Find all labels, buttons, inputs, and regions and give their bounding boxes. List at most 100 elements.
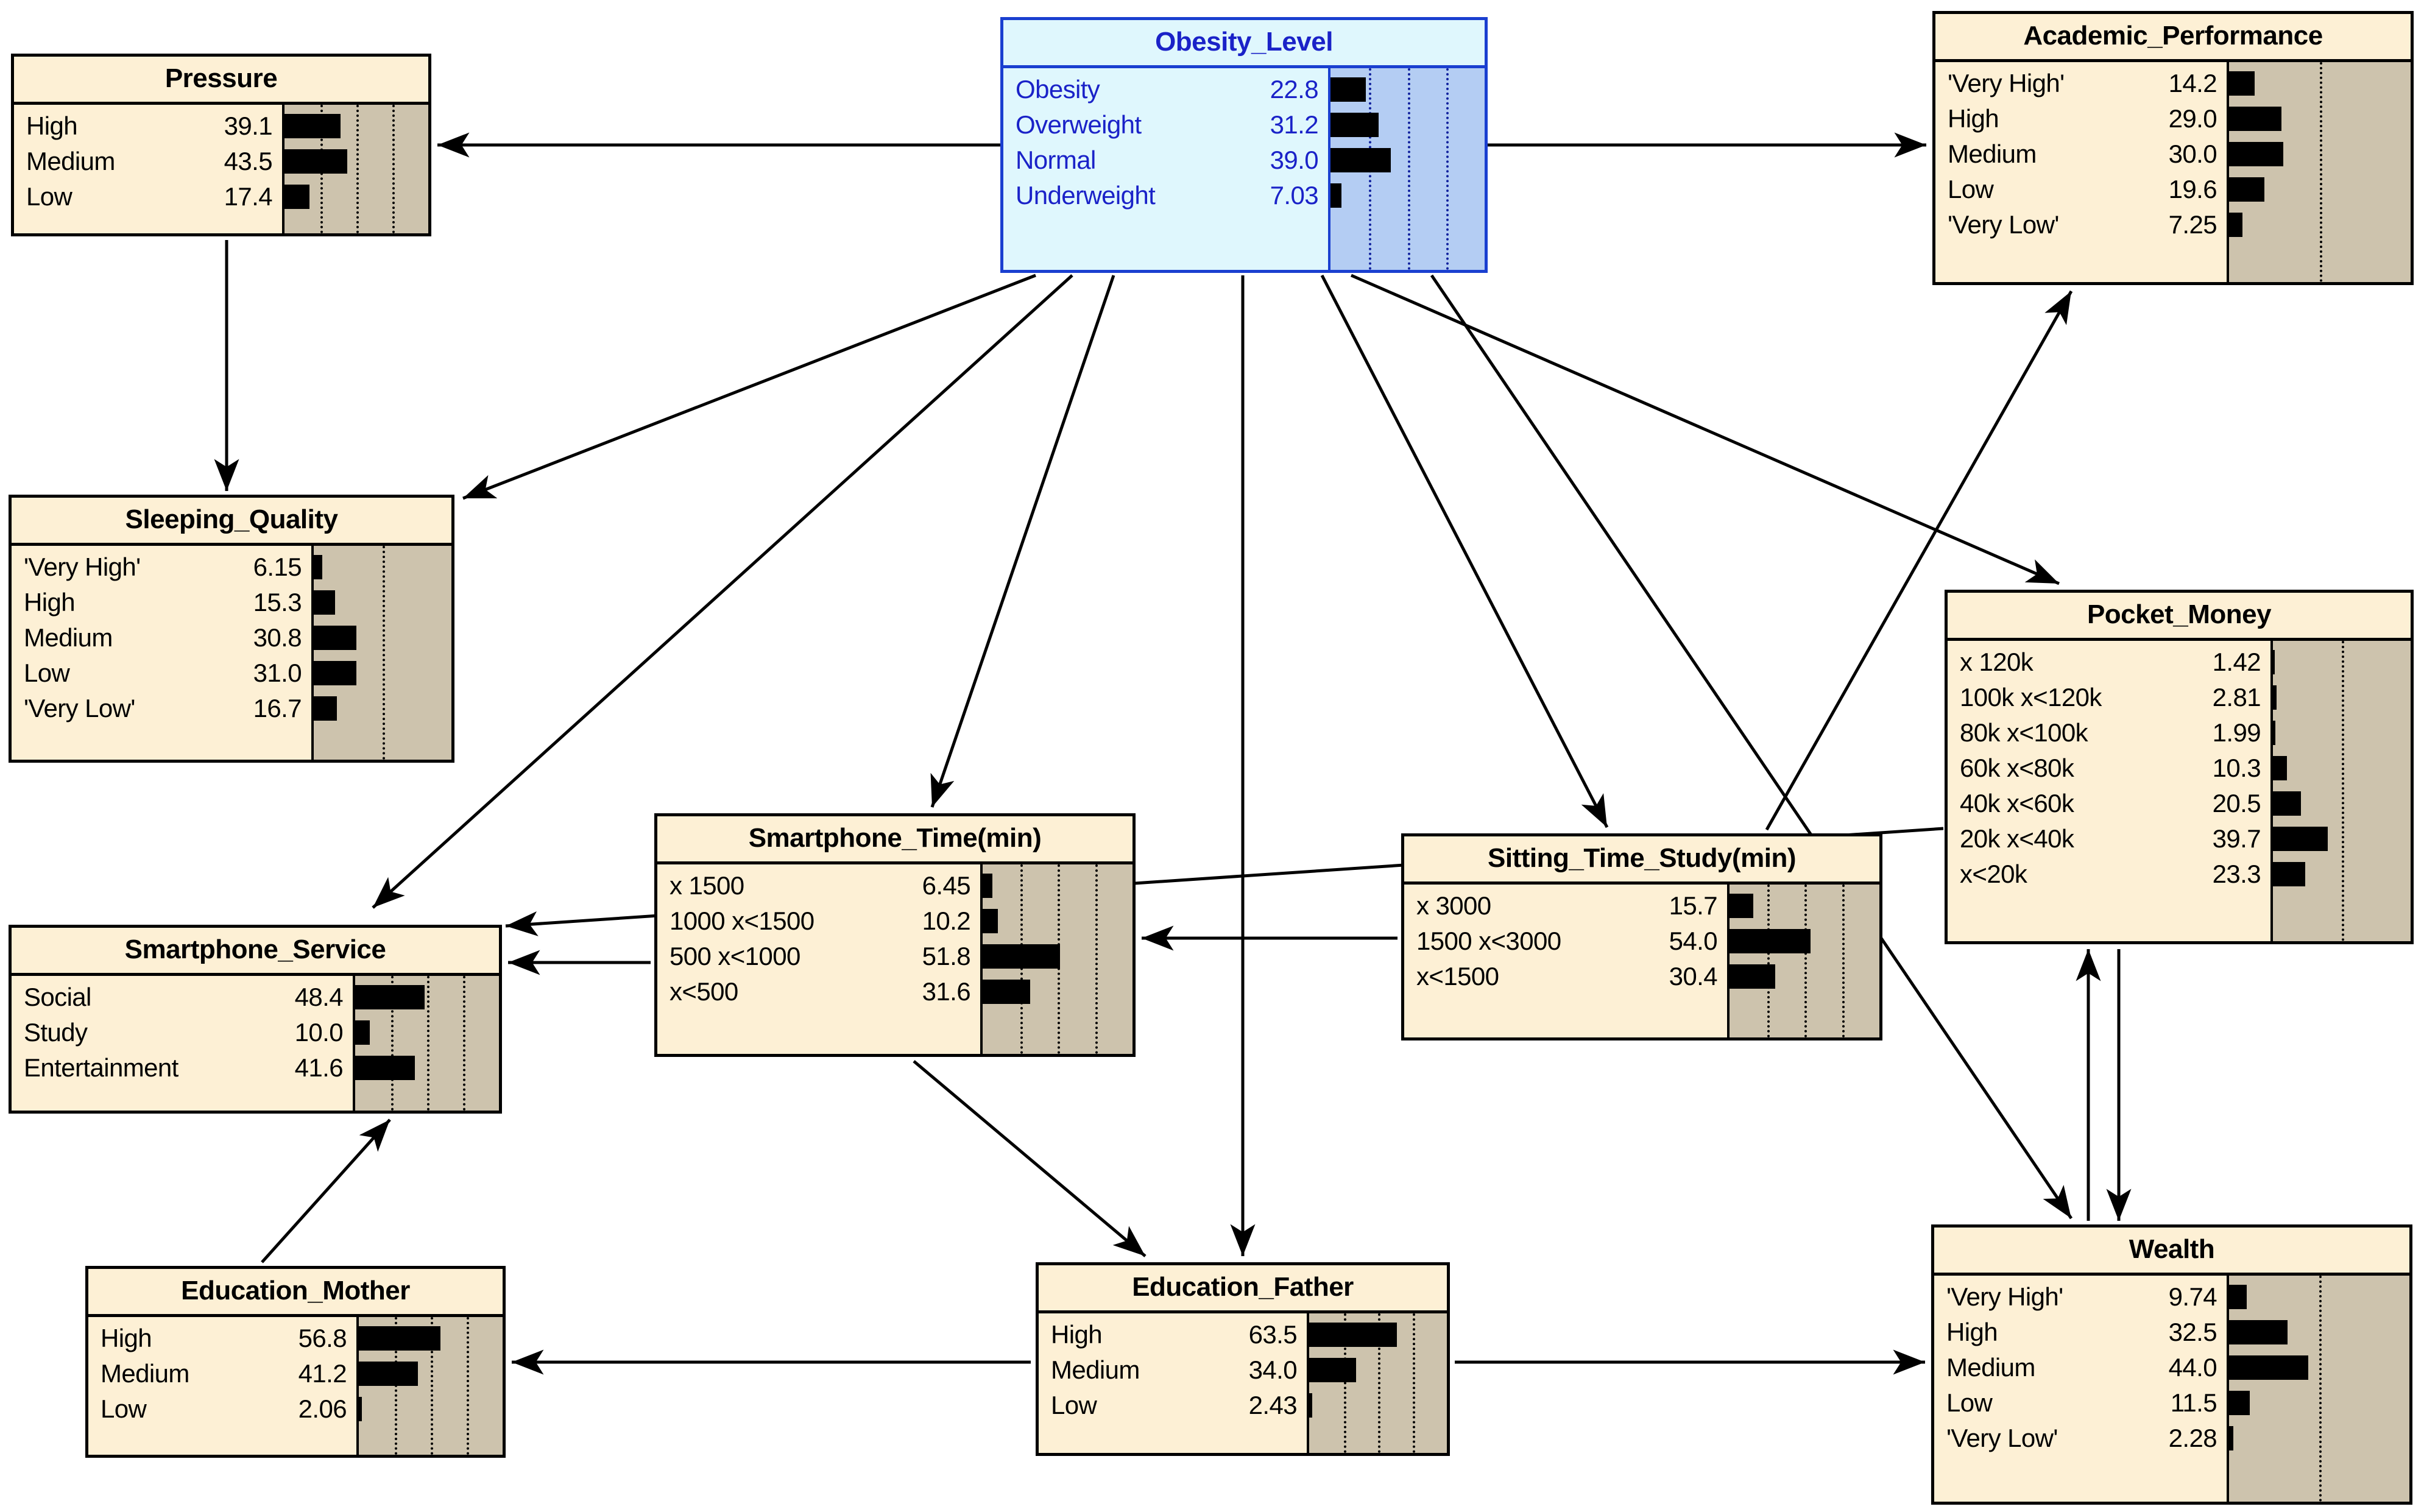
state-row[interactable]: 'Very Low'7.25 — [1935, 207, 2227, 242]
state-probability-value: 6.15 — [253, 553, 302, 581]
probability-bar — [2273, 721, 2276, 745]
state-label: High — [1946, 1318, 1998, 1346]
gridline — [427, 976, 429, 1111]
probability-bar-row — [355, 1050, 499, 1086]
state-probability-value: 2.43 — [1248, 1391, 1298, 1419]
probability-bar — [359, 1362, 419, 1386]
gridline — [1412, 1313, 1415, 1453]
state-row[interactable]: 'Very Low'2.28 — [1934, 1421, 2227, 1456]
state-label: Entertainment — [24, 1053, 178, 1082]
state-row[interactable]: 'Very High'14.2 — [1935, 66, 2227, 101]
probability-bar-row — [2273, 857, 2411, 892]
probability-bar-row — [2229, 207, 2411, 242]
probability-bar — [1730, 964, 1775, 989]
edge-smartphone_time-to-education_father — [913, 1060, 1147, 1257]
state-label: High — [24, 588, 76, 616]
state-label: x<1500 — [1416, 962, 1499, 991]
state-probability-value: 15.7 — [1669, 891, 1718, 920]
probability-bar — [355, 985, 425, 1009]
gridline — [1446, 68, 1449, 270]
probability-bar — [983, 909, 998, 933]
probability-bar — [284, 185, 310, 209]
state-probability-value: 7.03 — [1270, 181, 1319, 210]
state-row[interactable]: 'Very High'9.74 — [1934, 1279, 2227, 1315]
probability-bar — [1309, 1393, 1313, 1418]
gridline — [467, 1317, 469, 1455]
state-probability-value: 63.5 — [1248, 1320, 1298, 1349]
probability-bar — [359, 1397, 362, 1421]
probability-bar-row — [1330, 178, 1485, 213]
probability-bar-row — [314, 549, 451, 585]
probability-bar-row — [2273, 715, 2411, 751]
state-label: x<500 — [670, 977, 738, 1006]
probability-bar-row — [2273, 680, 2411, 715]
state-row[interactable]: 'Very Low'16.7 — [12, 691, 311, 726]
probability-bar-row — [314, 691, 451, 726]
state-label: High — [1948, 104, 1999, 133]
probability-bar — [314, 555, 322, 579]
gridline — [395, 1317, 397, 1455]
probability-bar-column — [2227, 1276, 2409, 1502]
probability-bar — [1330, 77, 1366, 102]
state-probability-value: 6.45 — [922, 871, 971, 900]
state-label: Low — [1948, 175, 1994, 203]
gridline — [1095, 864, 1098, 1054]
state-row[interactable]: 'Very High'6.15 — [12, 549, 311, 585]
